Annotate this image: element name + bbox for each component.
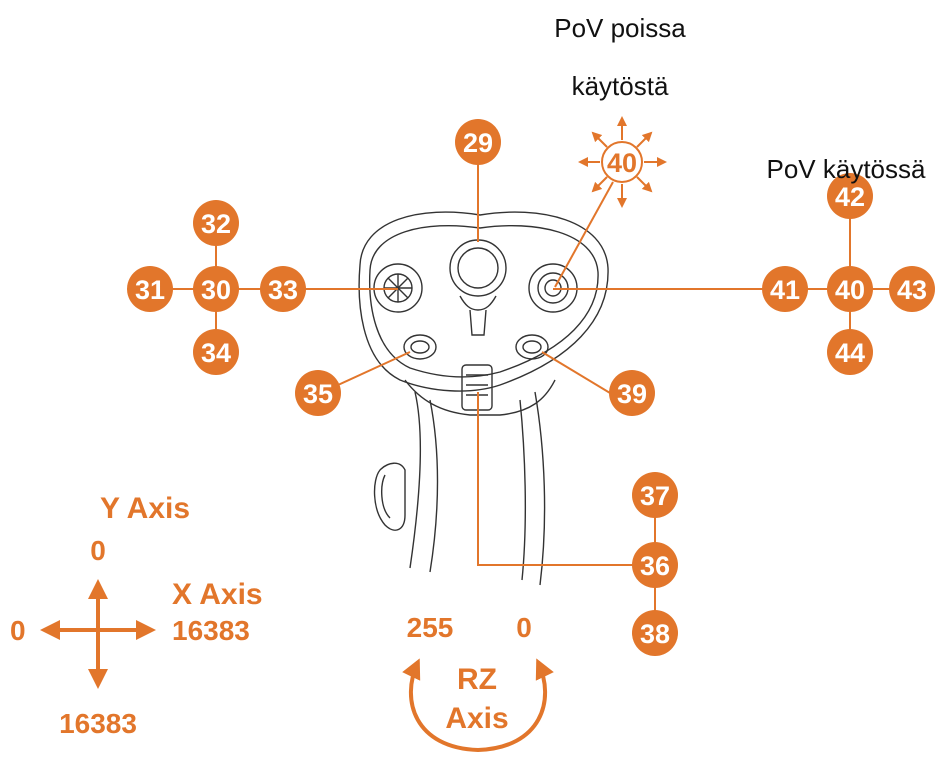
rz-rotation-arrow-icon [402,658,554,753]
svg-text:43: 43 [897,275,927,305]
arrow-down-left-icon [591,176,608,193]
svg-text:39: 39 [617,379,647,409]
button-badges: 29 32 31 30 33 34 35 39 42 41 40 43 44 3… [127,119,935,656]
button-30: 30 [193,266,239,312]
svg-text:41: 41 [770,275,800,305]
leader-36 [477,392,655,566]
button-31: 31 [127,266,173,312]
pov-labels: PoV poissa käytöstä PoV käytössä [554,13,926,184]
pov-enabled-label: PoV käytössä [767,154,927,184]
svg-text:36: 36 [640,551,670,581]
arrow-down-right-icon [636,176,653,193]
svg-text:42: 42 [835,182,865,212]
button-29: 29 [455,119,501,165]
y-axis-min: 0 [90,535,106,566]
svg-text:32: 32 [201,209,231,239]
xy-axis-legend: Y Axis 0 X Axis 0 16383 16383 [10,492,263,739]
x-axis-min: 0 [10,615,26,646]
button-43: 43 [889,266,935,312]
x-axis-title: X Axis [172,578,263,611]
svg-text:31: 31 [135,275,165,305]
svg-text:44: 44 [835,338,865,368]
y-axis-max: 16383 [59,708,137,739]
button-32: 32 [193,200,239,246]
svg-text:37: 37 [640,481,670,511]
svg-text:29: 29 [463,128,493,158]
svg-text:34: 34 [201,338,231,368]
button-34: 34 [193,329,239,375]
pov-disabled-label-line1: PoV poissa [554,13,686,43]
leader-40-disabled [554,181,614,288]
button-40: 40 [827,266,873,312]
x-axis-max: 16383 [172,615,250,646]
svg-text:40: 40 [835,275,865,305]
button-41: 41 [762,266,808,312]
button-42: 42 [827,173,873,219]
arrow-up-left-icon [591,131,608,148]
rz-axis-title-line1: RZ [457,663,497,696]
button-40-disabled-label: 40 [607,148,637,178]
leader-35 [337,351,411,386]
pov-disabled-label-line2: käytöstä [572,71,669,101]
button-36: 36 [632,542,678,588]
svg-text:30: 30 [201,275,231,305]
button-37: 37 [632,472,678,518]
button-44: 44 [827,329,873,375]
rz-axis-left-value: 255 [407,612,454,643]
svg-text:35: 35 [303,379,333,409]
button-40-disabled [601,141,643,183]
y-axis-title: Y Axis [100,492,190,525]
svg-text:33: 33 [268,275,298,305]
button-35: 35 [295,370,341,416]
svg-text:38: 38 [640,619,670,649]
button-33: 33 [260,266,306,312]
arrow-up-right-icon [636,131,653,148]
joystick-outline [358,211,609,586]
rz-axis-legend: 255 0 RZ Axis [402,612,554,753]
rz-axis-right-value: 0 [516,612,532,643]
leader-39 [541,351,611,394]
button-39: 39 [609,370,655,416]
button-38: 38 [632,610,678,656]
pov-disabled-indicator: 40 [578,116,667,208]
rz-axis-title-line2: Axis [445,702,508,735]
